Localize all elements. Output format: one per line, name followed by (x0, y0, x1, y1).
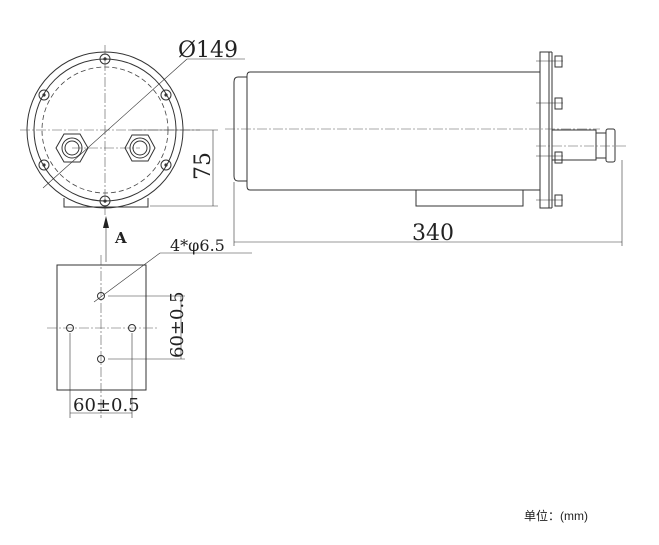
bottom-view: 4*φ6.5 60±0.5 60±0.5 (47, 236, 252, 418)
holes-label: 4*φ6.5 (170, 236, 225, 255)
flange-bolts (536, 55, 563, 207)
horizontal-spacing-label: 60±0.5 (73, 395, 140, 416)
diameter-label: Ø149 (178, 38, 238, 63)
front-view: Ø149 75 (20, 38, 245, 215)
side-view: 340 (225, 51, 628, 246)
view-label: A (114, 229, 127, 247)
height-label: 75 (191, 152, 216, 180)
view-arrow: A (103, 216, 127, 262)
bolts (38, 53, 172, 207)
length-label: 340 (412, 221, 454, 246)
unit-label: 单位：(mm) (524, 509, 588, 523)
vertical-spacing-label: 60±0.5 (167, 291, 188, 358)
